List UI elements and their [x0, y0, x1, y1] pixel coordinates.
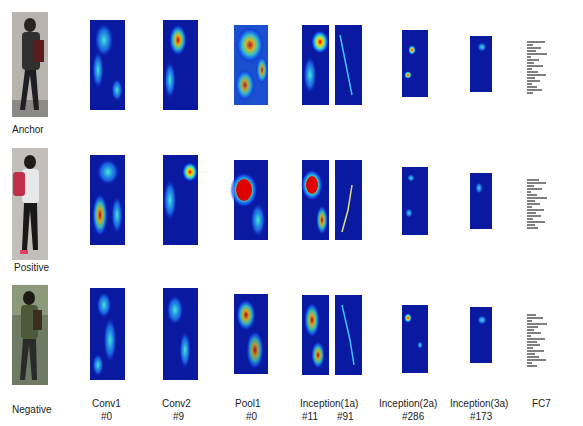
- feature-map: [163, 20, 198, 380]
- label: Anchor: [12, 124, 44, 136]
- label: Positive: [14, 262, 49, 274]
- feature-map: [402, 30, 428, 373]
- label: Negative: [12, 404, 51, 416]
- label: #173: [470, 411, 492, 423]
- fc7-vector: [527, 42, 547, 366]
- label: Conv1: [92, 398, 121, 410]
- label: Inception(3a): [450, 398, 508, 410]
- label: #0: [101, 411, 112, 423]
- feature-map: [470, 36, 492, 363]
- feature-map: [90, 20, 125, 380]
- feature-map: [301, 25, 362, 375]
- label: #9: [173, 411, 184, 423]
- person-photo: [12, 12, 48, 385]
- label: FC7: [532, 398, 551, 410]
- label: #11: [302, 411, 318, 423]
- label: Inception(2a): [379, 398, 437, 410]
- label: #286: [402, 411, 424, 423]
- label: Inception(1a): [300, 398, 358, 410]
- label: Conv2: [162, 398, 191, 410]
- feature-map: [230, 25, 268, 374]
- label: #0: [246, 411, 257, 423]
- label: Pool1: [235, 398, 261, 410]
- label: #91: [337, 411, 354, 423]
